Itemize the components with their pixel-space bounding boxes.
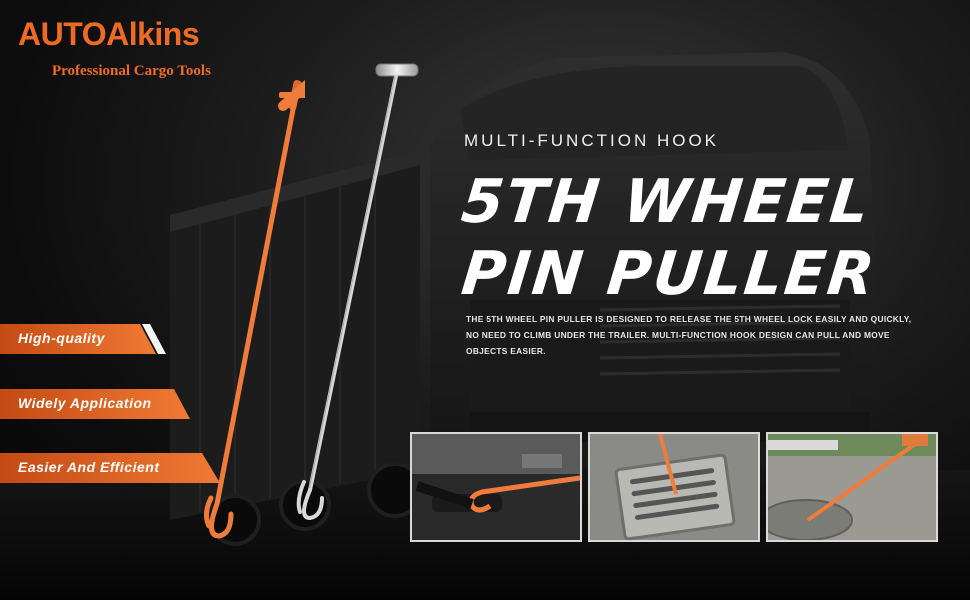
badge-background: [0, 324, 166, 354]
drain-grate-lifting-photo: [588, 432, 760, 542]
badge-background: [0, 389, 190, 419]
brand-tagline: Professional Cargo Tools: [52, 63, 211, 79]
badge-background: [0, 453, 220, 483]
silver-pin-puller-hook-icon: [296, 63, 419, 521]
brand-logo[interactable]: AUTOAlkins: [18, 16, 200, 52]
feature-label: High-quality: [18, 330, 105, 346]
feature-label: Easier And Efficient: [18, 459, 160, 475]
product-subtitle: MULTI-FUNCTION HOOK: [464, 131, 720, 150]
feature-badge-application: Widely Application: [0, 389, 190, 419]
feature-label: Widely Application: [18, 395, 152, 411]
product-description: THE 5TH WHEEL PIN PULLER IS DESIGNED TO …: [466, 314, 912, 356]
fifth-wheel-lock-photo: [410, 432, 582, 542]
product-title-line-1: 5TH WHEEL: [458, 167, 875, 237]
manhole-cover-pulling-photo: [766, 432, 938, 542]
feature-badge-efficient: Easier And Efficient: [0, 453, 220, 483]
orange-pin-puller-hook-icon: [203, 79, 305, 539]
feature-badge-quality: High-quality: [0, 324, 180, 354]
product-title-line-2: PIN PULLER: [458, 239, 880, 309]
